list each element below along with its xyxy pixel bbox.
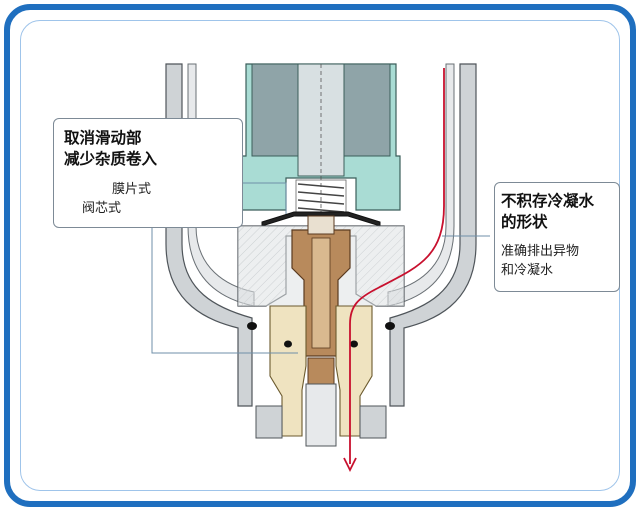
diagram-frame: 取消滑动部 减少杂质卷入 膜片式 阀芯式 不积存冷凝水 的形状 准确排出异物 和…: [4, 4, 636, 507]
label-diaphragm-type: 膜片式: [112, 182, 152, 197]
callout-sliding-parts-title: 取消滑动部 减少杂质卷入: [64, 128, 157, 170]
lower-plug: [307, 357, 335, 385]
callout-condensate-title-line-1: 不积存冷凝水: [501, 192, 595, 210]
drain-valve-cross-section: [151, 63, 490, 473]
drain-arrow-head: [343, 457, 357, 473]
drain-outlet: [305, 383, 337, 447]
callout-condensate-title: 不积存冷凝水 的形状: [501, 191, 594, 233]
bottom-fitting-right: [359, 405, 387, 439]
callout-sliding-parts-title-line-2: 减少杂质卷入: [64, 150, 158, 168]
drain-flow-path: [349, 68, 445, 464]
outer-bowl-left: [165, 63, 253, 407]
callout-condensate-title-line-2: 的形状: [501, 213, 548, 231]
valve-core-bore: [311, 237, 331, 349]
callout-condensate-description-line-2: 和冷凝水: [501, 263, 554, 278]
label-valve-core-type: 阀芯式: [82, 201, 122, 216]
valve-core-head: [307, 215, 335, 235]
o-rings: [247, 322, 395, 348]
lower-insert-left: [269, 305, 307, 437]
callout-sliding-parts: 取消滑动部 减少杂质卷入 膜片式 阀芯式: [53, 118, 243, 228]
callout-condensate-description-line-1: 准确排出异物: [501, 244, 580, 259]
bottom-fitting-left: [255, 405, 283, 439]
outer-bowl-right: [389, 63, 477, 407]
callout-sliding-parts-title-line-1: 取消滑动部: [64, 129, 142, 147]
lower-insert-right: [335, 305, 373, 437]
callout-condensate: 不积存冷凝水 的形状 准确排出异物 和冷凝水: [494, 182, 620, 292]
callout-condensate-description: 准确排出异物 和冷凝水: [501, 242, 579, 280]
